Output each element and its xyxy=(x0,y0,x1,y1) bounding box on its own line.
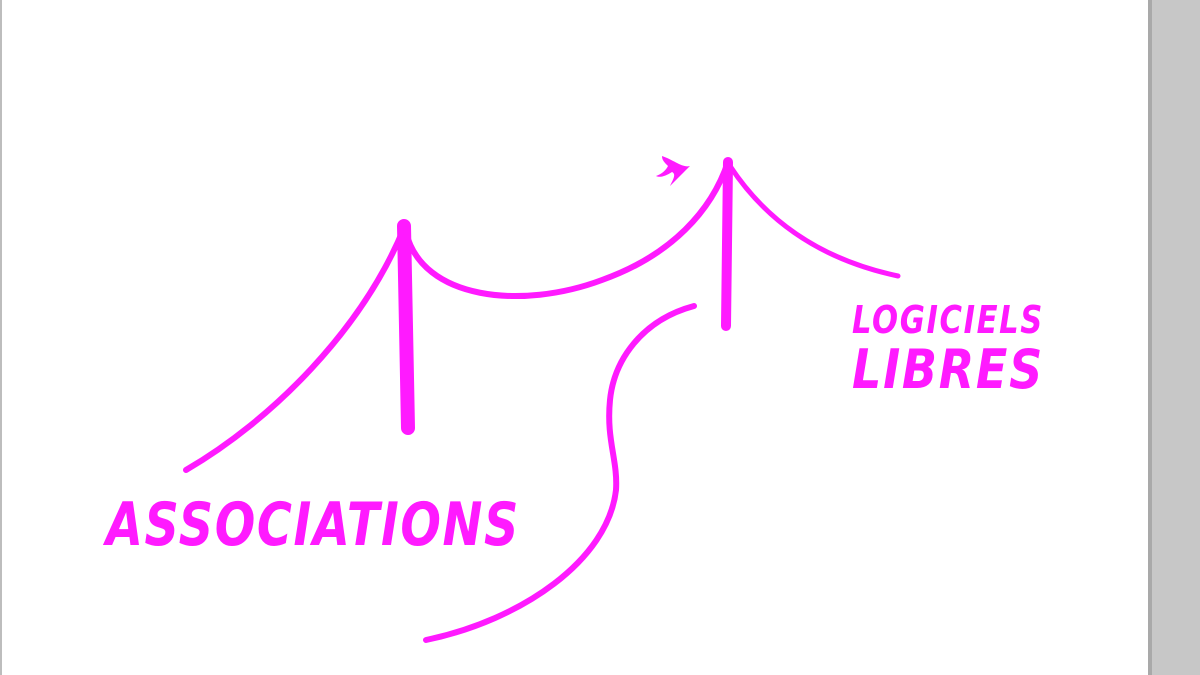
bridge-middle-cable xyxy=(403,159,731,299)
suspension-bridge-icon xyxy=(183,157,901,473)
label-logiciels: LOGICIELS xyxy=(852,298,1044,342)
bridge-right-cable xyxy=(727,163,901,279)
bridge-right-tower xyxy=(721,157,733,331)
bridge-left-cable xyxy=(183,225,407,473)
bridge-left-tower xyxy=(397,219,415,435)
label-associations: ASSOCIATIONS xyxy=(103,490,520,560)
swallow-bird-icon xyxy=(656,156,690,186)
label-libres: LIBRES xyxy=(852,338,1044,401)
vertical-scrollbar[interactable] xyxy=(1148,0,1200,675)
logo-canvas: ASSOCIATIONS LOGICIELS LIBRES xyxy=(103,156,1044,643)
winding-path-icon xyxy=(423,303,697,643)
